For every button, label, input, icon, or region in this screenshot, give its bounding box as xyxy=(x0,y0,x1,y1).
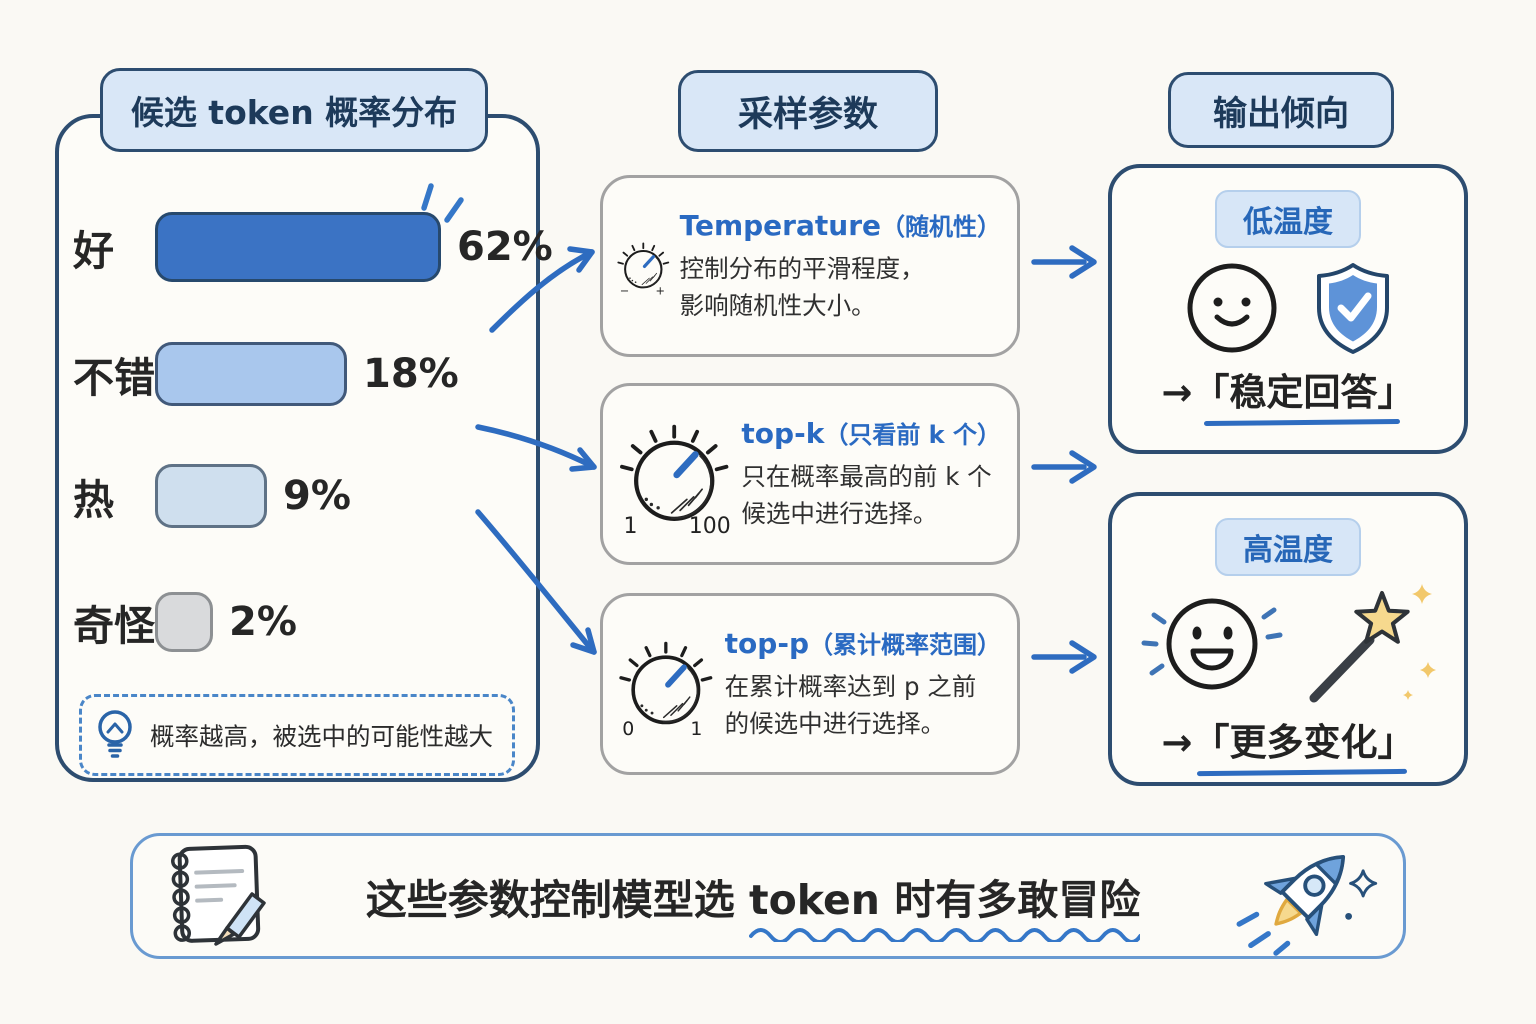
probability-bar xyxy=(155,464,267,528)
knob-max-label: 1 xyxy=(690,718,702,740)
param-description: 在累计概率达到 p 之前 的候选中进行选择。 xyxy=(724,672,977,738)
result-underline xyxy=(1196,768,1408,777)
knob-max-label: + xyxy=(656,284,665,297)
param-name: Temperature（随机性） xyxy=(679,209,1001,243)
knob-icon: 0 1 xyxy=(619,641,713,740)
param-note: （累计概率范围） xyxy=(809,631,1001,660)
excited-smiley-icon xyxy=(1141,598,1283,690)
probability-row: 好 62% xyxy=(73,212,553,282)
left-panel-title: 候选 token 概率分布 xyxy=(100,68,488,152)
low-temp-icons xyxy=(1180,256,1396,360)
knob-icon: 1 100 xyxy=(620,424,731,539)
temperature-card: − + Temperature（随机性） 控制分布的平滑程度， 影响随机性大小。 xyxy=(600,175,1020,357)
notebook-pencil-icon xyxy=(171,844,266,946)
magic-wand-icon xyxy=(1309,584,1436,703)
token-label: 热 xyxy=(73,476,114,524)
probability-bar xyxy=(155,592,213,652)
probability-row: 奇怪 2% xyxy=(73,592,297,652)
summary-banner: 这些参数控制模型选 token 时有多敢冒险 xyxy=(130,833,1406,959)
output-tendency-title: 输出倾向 xyxy=(1168,72,1394,148)
probability-row: 热 9% xyxy=(73,464,351,528)
knob-max-label: 100 xyxy=(689,514,731,539)
high-temp-badge: 高温度 xyxy=(1215,518,1361,576)
param-note: （只看前 k 个） xyxy=(824,421,1001,450)
probability-row: 不错 18% xyxy=(73,342,459,406)
token-label: 奇怪 xyxy=(73,602,155,650)
top-p-card: 0 1 top-p（累计概率范围） 在累计概率达到 p 之前 的候选中进行选择。 xyxy=(600,593,1020,775)
low-temp-badge: 低温度 xyxy=(1215,190,1361,248)
token-probability-panel: 好 62% 不错 18% 热 9% 奇怪 2% xyxy=(55,114,553,782)
knob-min-label: 1 xyxy=(623,514,637,539)
param-description: 只在概率最高的前 k 个 候选中进行选择。 xyxy=(741,462,992,528)
param-name: top-p（累计概率范围） xyxy=(724,627,1001,661)
shield-check-icon xyxy=(1317,263,1389,354)
knob-min-label: 0 xyxy=(622,718,634,740)
high-temp-icons xyxy=(1136,578,1440,710)
wavy-underline xyxy=(749,928,1141,942)
low-temp-result-text: →「稳定回答」 xyxy=(1161,371,1415,414)
rocket-icon xyxy=(1236,854,1378,956)
lightbulb-icon xyxy=(98,710,132,758)
token-label: 不错 xyxy=(73,354,155,402)
sampling-params-title: 采样参数 xyxy=(678,70,938,152)
summary-text-lead: 这些参数控制模型选 xyxy=(365,876,750,924)
left-panel-title-label: 候选 token 概率分布 xyxy=(130,93,458,132)
param-note: （随机性） xyxy=(881,213,1001,242)
calm-smiley-icon xyxy=(1187,263,1277,353)
param-description: 控制分布的平滑程度， 影响随机性大小。 xyxy=(679,254,925,320)
probability-bar xyxy=(155,212,441,282)
param-name: top-k（只看前 k 个） xyxy=(741,417,1001,451)
probability-tip-box: 概率越高，被选中的可能性越大 xyxy=(79,694,515,776)
probability-value: 2% xyxy=(229,599,297,645)
low-temperature-box: 低温度 →「稳定回答」 xyxy=(1108,164,1468,454)
probability-tip-text: 概率越高，被选中的可能性越大 xyxy=(150,721,493,751)
high-temperature-box: 高温度 →「更多变化」 xyxy=(1108,492,1468,786)
knob-min-label: − xyxy=(620,284,629,297)
result-underline xyxy=(1203,418,1401,427)
emphasis-sparkle-icon xyxy=(421,183,464,223)
token-label: 好 xyxy=(73,227,114,275)
high-temp-result: →「更多变化」 xyxy=(1161,712,1415,777)
probability-value: 9% xyxy=(283,473,351,519)
top-k-card: 1 100 top-k（只看前 k 个） 只在概率最高的前 k 个 候选中进行选… xyxy=(600,383,1020,565)
sampling-params-title-label: 采样参数 xyxy=(737,94,878,135)
high-temp-result-text: →「更多变化」 xyxy=(1161,721,1415,764)
output-tendency-title-label: 输出倾向 xyxy=(1213,93,1349,134)
probability-bar xyxy=(155,342,347,406)
low-temp-result: →「稳定回答」 xyxy=(1161,362,1415,427)
probability-value: 62% xyxy=(457,224,553,270)
probability-value: 18% xyxy=(363,351,459,397)
summary-text-highlight: token 时有多敢冒险 xyxy=(749,866,1141,942)
summary-text: 这些参数控制模型选 token 时有多敢冒险 xyxy=(289,866,1217,942)
knob-icon: − + xyxy=(617,242,670,297)
